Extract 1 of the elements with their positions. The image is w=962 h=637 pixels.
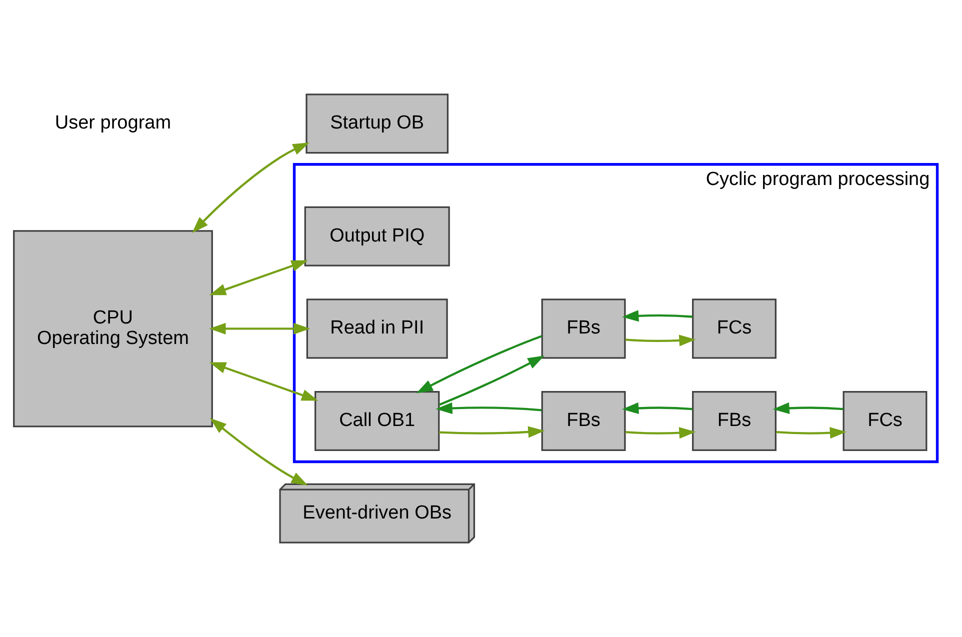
label: User program [54, 112, 172, 134]
